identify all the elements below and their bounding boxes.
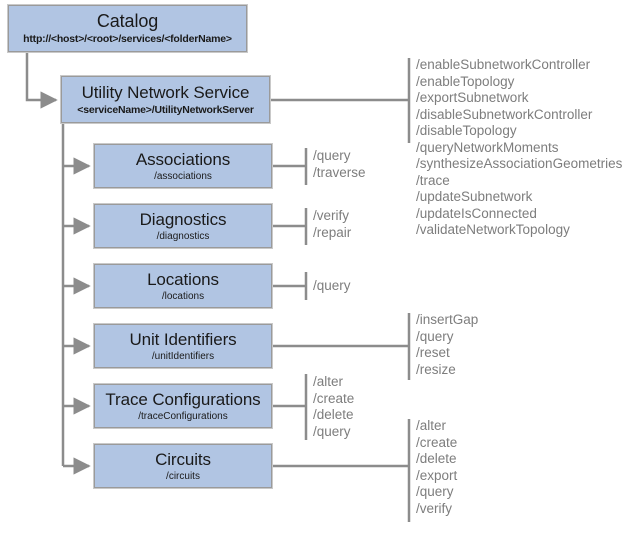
operation-item: /trace — [416, 172, 450, 188]
node-utility-network-service-title: Utility Network Service — [81, 83, 250, 102]
node-locations-title: Locations — [147, 269, 219, 289]
operation-item: /alter — [313, 374, 344, 389]
operation-item: /disableSubnetworkController — [416, 106, 593, 122]
operation-item: /delete — [313, 407, 354, 422]
operation-item: /reset — [416, 345, 450, 360]
node-catalog-title: Catalog — [96, 11, 159, 31]
operation-item: /query — [416, 484, 454, 499]
node-associations[interactable]: Associations /associations — [94, 144, 272, 188]
operation-item: /create — [313, 390, 355, 406]
operation-item: /verify — [416, 500, 453, 516]
node-locations-path: /locations — [161, 290, 205, 302]
node-diagnostics[interactable]: Diagnostics /diagnostics — [94, 204, 272, 248]
node-circuits-title: Circuits — [155, 449, 211, 469]
node-trace-configurations[interactable]: Trace Configurations /traceConfiguration… — [94, 384, 272, 428]
operation-item: /exportSubnetwork — [416, 90, 529, 105]
operation-item: /query — [313, 148, 351, 163]
operations-unit-identifiers: /insertGap/query/reset/resize — [416, 312, 478, 378]
operation-item: /validateNetworkTopology — [416, 222, 570, 237]
operations-utility-network-service: /enableSubnetworkController/enableTopolo… — [416, 57, 622, 239]
operations-locations: /query — [313, 278, 351, 295]
node-associations-title: Associations — [135, 149, 231, 169]
operation-item: /repair — [313, 224, 352, 240]
node-unit-identifiers[interactable]: Unit Identifiers /unitIdentifiers — [94, 324, 272, 368]
operation-item: /export — [416, 467, 458, 483]
operation-item: /query — [313, 423, 351, 439]
node-diagnostics-path: /diagnostics — [156, 230, 210, 242]
operation-item: /alter — [416, 418, 447, 433]
operation-item: /updateSubnetwork — [416, 189, 533, 204]
node-utility-network-service-path: <serviceName>/UtilityNetworkServer — [77, 104, 254, 116]
node-unit-identifiers-path: /unitIdentifiers — [151, 350, 215, 362]
operation-item: /enableTopology — [416, 73, 515, 89]
node-circuits[interactable]: Circuits /circuits — [94, 444, 272, 488]
operations-diagnostics: /verify/repair — [313, 208, 351, 241]
node-utility-network-service[interactable]: Utility Network Service <serviceName>/Ut… — [61, 76, 270, 123]
node-trace-configurations-path: /traceConfigurations — [138, 410, 228, 422]
operation-item: /traverse — [313, 164, 366, 180]
operation-item: /insertGap — [416, 312, 479, 327]
node-catalog[interactable]: Catalog http://<host>/<root>/services/<f… — [8, 5, 247, 52]
operation-item: /disableTopology — [416, 123, 517, 138]
node-trace-configurations-title: Trace Configurations — [105, 389, 261, 409]
node-catalog-path: http://<host>/<root>/services/<folderNam… — [23, 33, 232, 45]
operations-associations: /query/traverse — [313, 148, 366, 181]
operation-item: /updateIsConnected — [416, 205, 537, 221]
operations-circuits: /alter/create/delete/export/query/verify — [416, 418, 457, 517]
operation-item: /delete — [416, 451, 457, 466]
operation-item: /resize — [416, 361, 456, 377]
edge-catalog-to-service — [25, 52, 58, 109]
operation-item: /verify — [313, 208, 350, 223]
operations-trace-configurations: /alter/create/delete/query — [313, 374, 354, 440]
operation-item: /query — [416, 328, 454, 344]
node-associations-path: /associations — [154, 170, 212, 182]
operation-item: /synthesizeAssociationGeometries — [416, 156, 623, 171]
node-unit-identifiers-title: Unit Identifiers — [129, 329, 237, 349]
node-circuits-path: /circuits — [166, 470, 200, 482]
operation-item: /queryNetworkMoments — [416, 139, 559, 155]
operation-item: /enableSubnetworkController — [416, 57, 591, 72]
operation-item: /query — [313, 278, 351, 293]
node-diagnostics-title: Diagnostics — [139, 209, 227, 229]
operation-item: /create — [416, 434, 458, 450]
node-locations[interactable]: Locations /locations — [94, 264, 272, 308]
